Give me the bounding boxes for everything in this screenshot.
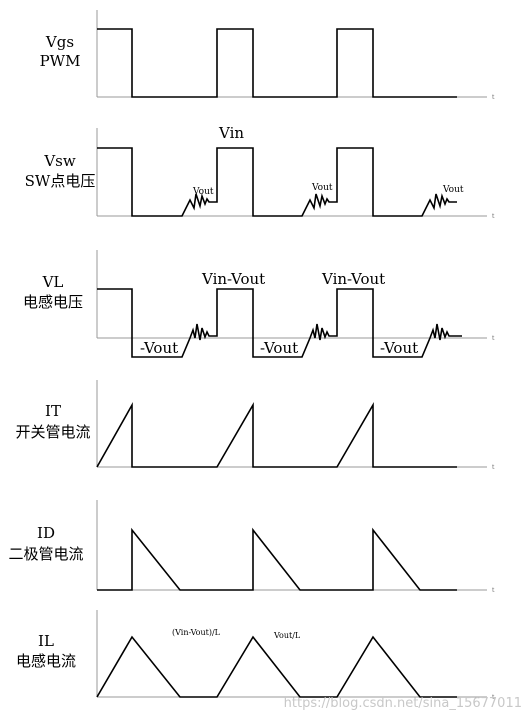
panel-vsw-title: Vsw (43, 152, 76, 170)
vl-vin-vout-label-2: Vin-Vout (321, 270, 385, 288)
panel-it: IT 开关管电流 t (15, 380, 495, 471)
panel-vsw: Vsw SW点电压 t Vin Vout Vout Vout (25, 124, 495, 220)
panel-it-waveform (96, 401, 457, 468)
vl-vin-vout-label-1: Vin-Vout (201, 270, 265, 288)
vl-minus-vout-label-1: -Vout (140, 339, 178, 357)
panel-vsw-axis-label: t (492, 213, 495, 220)
vl-minus-vout-label-3: -Vout (380, 339, 418, 357)
il-rise-slope-label: (Vin-Vout)/L (172, 628, 221, 637)
panel-il: IL 电感电流 t (Vin-Vout)/L Vout/L (16, 610, 495, 701)
panel-vl-title: VL (42, 273, 64, 291)
panel-vgs-waveform (97, 28, 457, 98)
panel-vgs-axis-label: t (492, 94, 495, 101)
panel-il-title: IL (38, 632, 54, 650)
panel-il-waveform (96, 635, 457, 698)
panel-id-subtitle: 二极管电流 (8, 545, 83, 563)
panel-vl-waveform (97, 288, 462, 358)
il-fall-slope-label: Vout/L (273, 631, 301, 640)
panel-it-axis-label: t (492, 464, 495, 471)
panel-vsw-subtitle: SW点电压 (25, 172, 96, 190)
vsw-vout-label-1: Vout (192, 187, 214, 197)
panel-id: ID 二极管电流 t (8, 500, 495, 594)
vsw-vout-label-2: Vout (311, 183, 333, 193)
panel-it-title: IT (45, 402, 61, 420)
panel-it-subtitle: 开关管电流 (15, 423, 90, 441)
watermark: https://blog.csdn.net/sina_15677011 (284, 696, 522, 711)
panel-vgs: Vgs PWM t (40, 10, 495, 101)
panel-vgs-subtitle: PWM (40, 52, 81, 70)
panel-id-title: ID (37, 524, 55, 542)
panel-id-waveform (97, 527, 457, 591)
panel-vl-subtitle: 电感电压 (23, 293, 83, 311)
panel-id-axis-label: t (492, 587, 495, 594)
panel-il-axis-label: t (492, 694, 495, 701)
panel-vsw-waveform (97, 147, 457, 217)
panel-vgs-title: Vgs (45, 33, 74, 51)
panel-vl: VL 电感电压 t Vin-Vout Vin-Vout -Vout -Vout … (23, 250, 495, 358)
panel-il-subtitle: 电感电流 (16, 652, 76, 670)
panel-vl-axis-label: t (492, 335, 495, 342)
vsw-vin-label: Vin (218, 124, 244, 142)
vl-minus-vout-label-2: -Vout (260, 339, 298, 357)
vsw-vout-label-3: Vout (442, 185, 464, 195)
